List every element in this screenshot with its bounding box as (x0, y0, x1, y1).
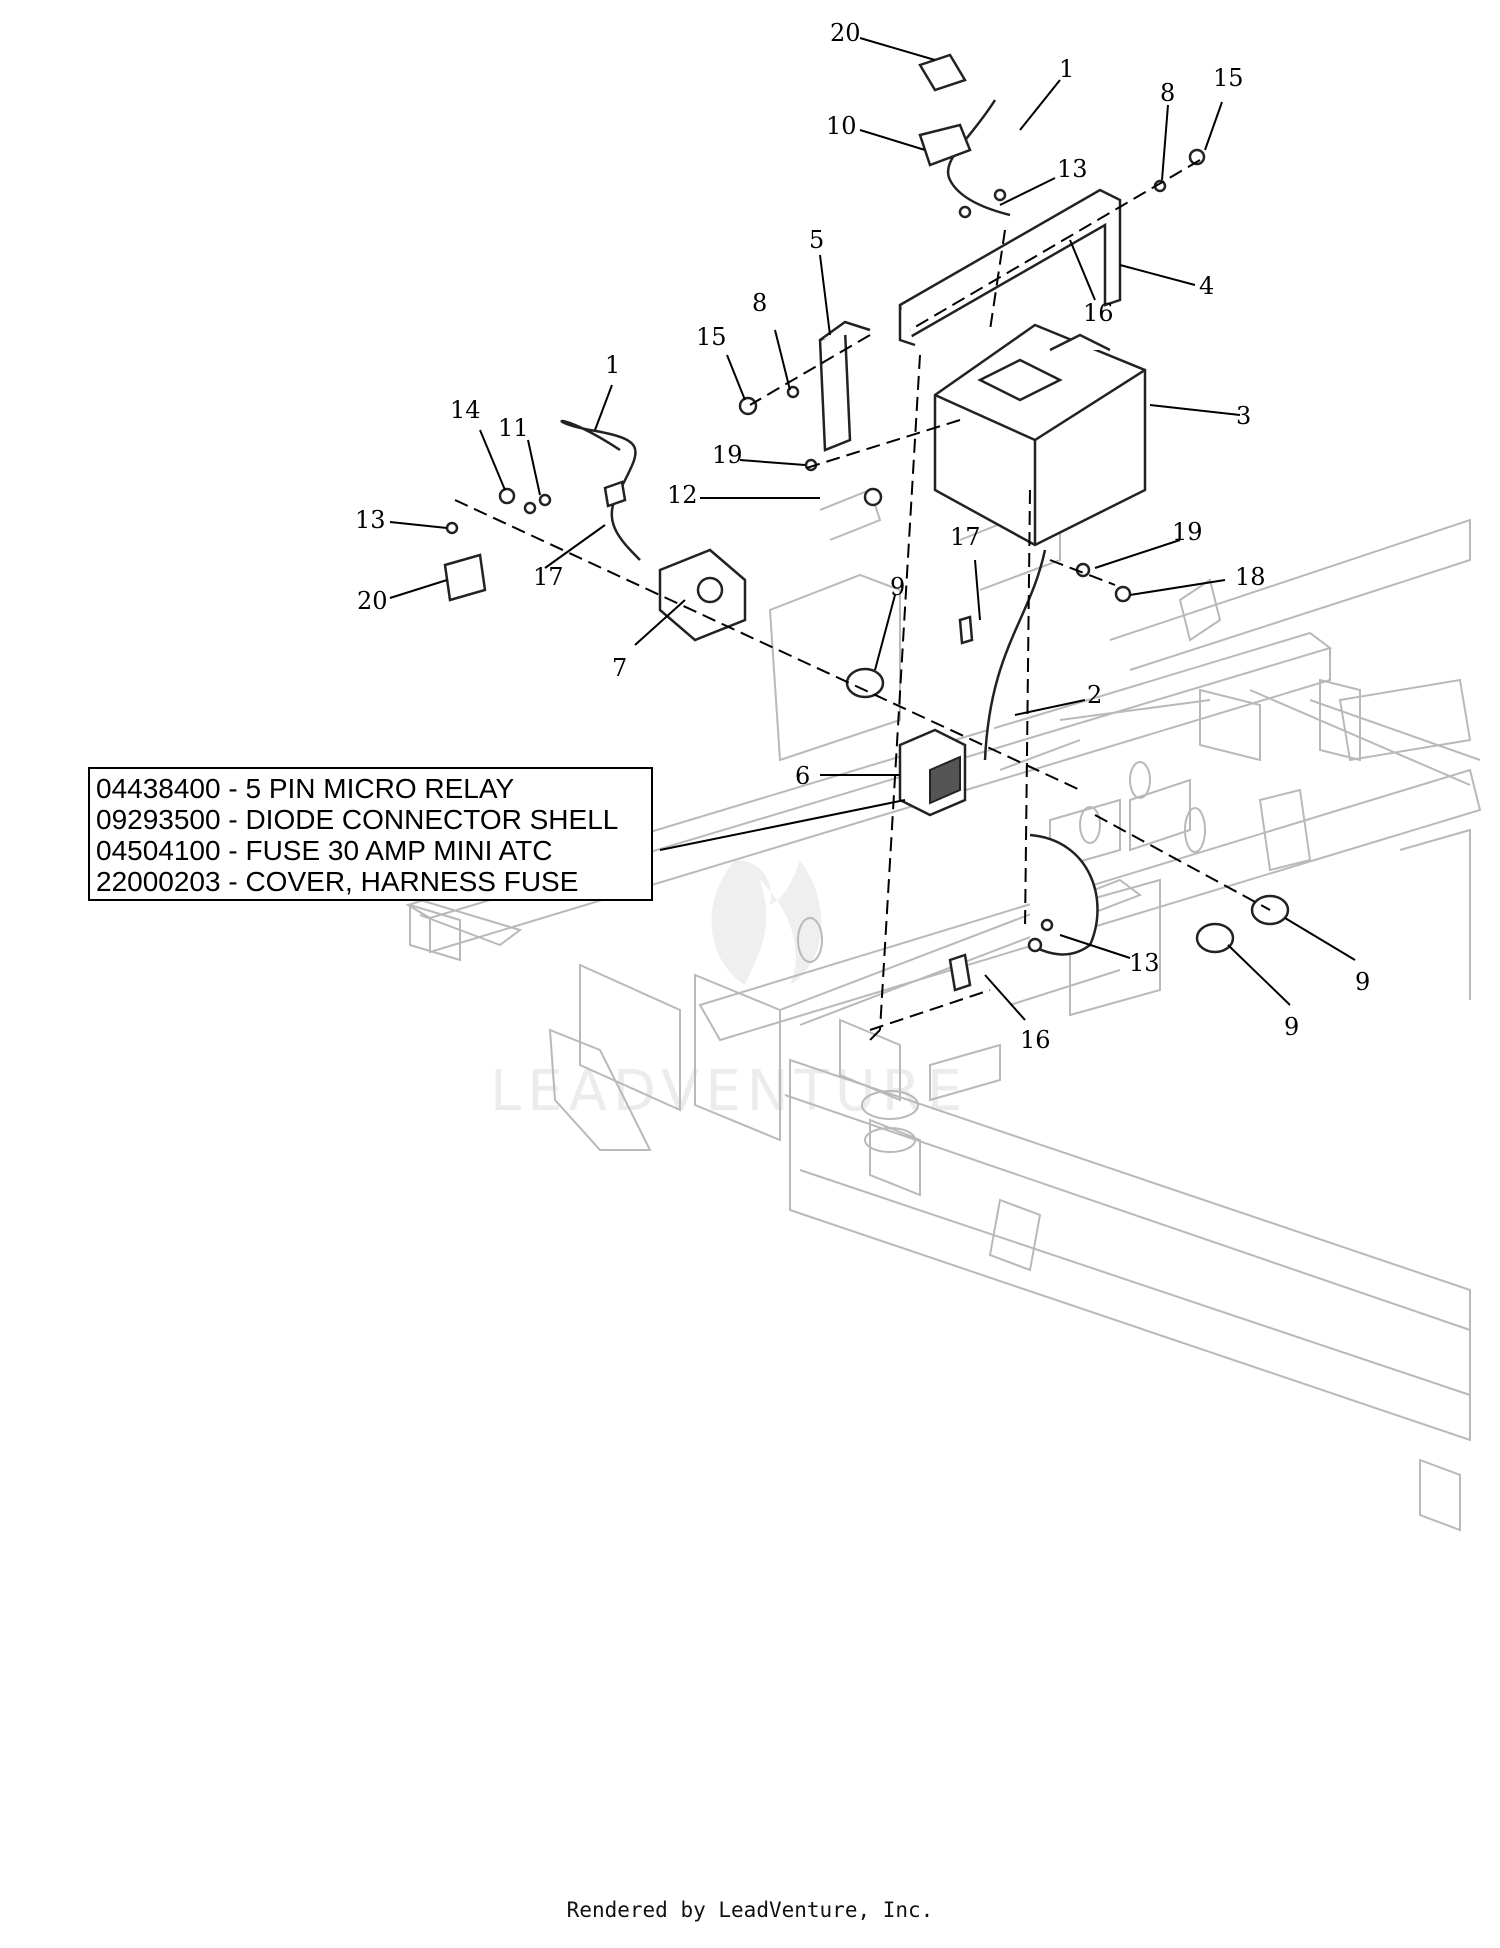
callout-15: 15 (696, 323, 727, 351)
callout-8: 8 (752, 289, 767, 317)
callout-13: 13 (355, 506, 386, 534)
callout-3: 3 (1236, 402, 1251, 430)
legend-line: 09293500 - DIODE CONNECTOR SHELL (96, 804, 619, 835)
callout-20: 20 (357, 587, 388, 615)
callout-2: 2 (1087, 681, 1102, 709)
callout-13: 13 (1129, 949, 1160, 977)
callout-15: 15 (1213, 64, 1244, 92)
fasteners (445, 148, 1206, 992)
legend-line: 22000203 - COVER, HARNESS FUSE (96, 866, 579, 897)
callout-7: 7 (612, 654, 627, 682)
starter-solenoid (658, 548, 747, 642)
callout-1: 1 (605, 351, 620, 379)
battery (933, 323, 1147, 547)
callout-17: 17 (533, 563, 564, 591)
callout-4: 4 (1199, 272, 1214, 300)
callout-16: 16 (1020, 1026, 1051, 1054)
callout-12: 12 (667, 481, 698, 509)
assembly-lines (454, 159, 1271, 1041)
callout-18: 18 (1235, 563, 1266, 591)
callout-13: 13 (1057, 155, 1088, 183)
callouts: 20 1 8 15 10 13 5 4 16 8 15 1 3 14 11 19… (355, 19, 1370, 1054)
leader-lines (389, 37, 1356, 1021)
callout-14: 14 (450, 396, 481, 424)
legend-line: 04438400 - 5 PIN MICRO RELAY (96, 773, 515, 804)
callout-10: 10 (826, 112, 857, 140)
callout-9: 9 (1355, 968, 1370, 996)
callout-11: 11 (498, 414, 529, 442)
callout-6: 6 (795, 762, 810, 790)
render-credit: Rendered by LeadVenture, Inc. (566, 1898, 934, 1922)
legend-line: 04504100 - FUSE 30 AMP MINI ATC (96, 835, 553, 866)
bracket-strap (818, 320, 871, 452)
terminal-boots (443, 53, 972, 602)
callout-19: 19 (1172, 518, 1203, 546)
callout-8: 8 (1160, 79, 1175, 107)
callout-5: 5 (809, 226, 824, 254)
callout-9: 9 (890, 573, 905, 601)
mower-frame (405, 488, 1482, 1532)
relay (898, 728, 967, 817)
parts-legend-box: 04438400 - 5 PIN MICRO RELAY 09293500 - … (88, 767, 653, 901)
callout-1: 1 (1059, 55, 1074, 83)
callout-19: 19 (712, 441, 743, 469)
callout-16: 16 (1083, 299, 1114, 327)
callout-9: 9 (1284, 1013, 1299, 1041)
callout-17: 17 (950, 523, 981, 551)
callout-20: 20 (830, 19, 861, 47)
